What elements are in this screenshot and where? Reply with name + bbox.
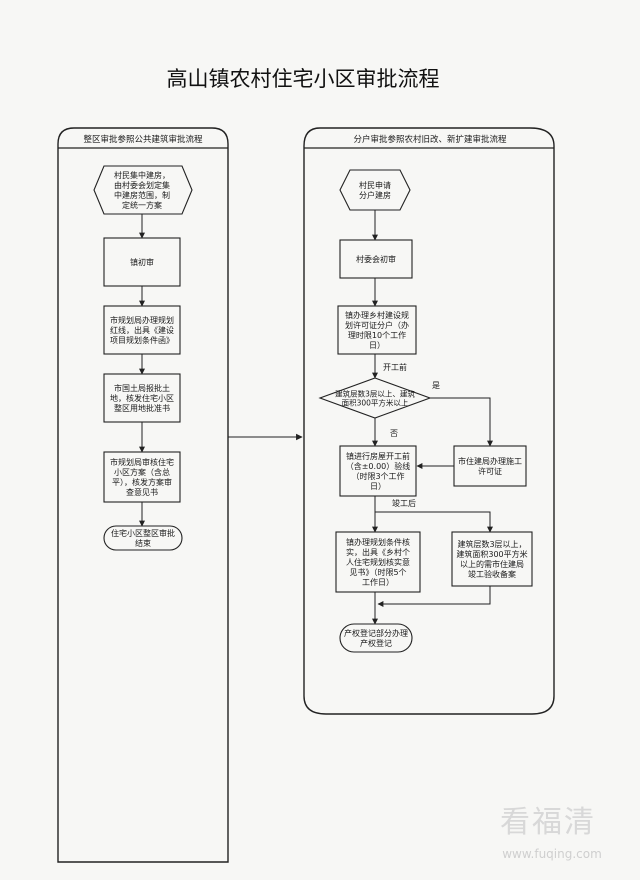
node-text-line: 面积300平方米以上	[342, 398, 409, 408]
node-text-line: 村民集中建房，	[114, 170, 170, 180]
node-text-line: 查意见书	[126, 487, 158, 497]
node-text-line: 市规划局办理规划	[110, 315, 174, 325]
node-text-line: （含±0.00）验线	[346, 461, 411, 471]
right-start-node	[339, 169, 411, 211]
right-permit-node	[337, 305, 417, 355]
watermark-logo-text: 看福清	[500, 805, 596, 840]
label-start-work: 开工前	[383, 362, 407, 372]
right-village-review-text: 村委会初审	[356, 254, 396, 264]
node-text-line: （时限3个工作	[351, 471, 404, 481]
node-text-line: 住宅小区整区审批	[111, 528, 175, 538]
node-text-line: 工作日）	[362, 577, 394, 587]
node-text-line: 结束	[135, 538, 151, 548]
node-text-line: 建筑面积300平方米	[456, 549, 527, 559]
node-text-line: 市规划局审核住宅	[110, 457, 174, 467]
node-text-line: 日）	[369, 341, 385, 350]
left-start-node	[93, 165, 193, 215]
node-text-line: 红线，出具《建设	[110, 325, 174, 335]
left-end-text: 住宅小区整区审批结束	[111, 528, 175, 548]
node-text-line: 竣工验收备案	[468, 569, 516, 579]
right-decision-text: 建筑层数3层以上、建筑面积300平方米以上	[335, 389, 415, 408]
node-text-line: 产权登记	[360, 638, 392, 648]
right-permit-text: 镇办理乡村建设规划许可证分户（办理时限10个工作日）	[345, 310, 409, 350]
right-panel-header: 分户审批参照农村旧改、新扩建审批流程	[353, 134, 507, 145]
right-end-node	[339, 623, 413, 653]
watermark-url: www.fuqing.com	[502, 847, 602, 861]
node-text-line: 由村委会划定集	[114, 180, 170, 190]
left-panel: 整区审批参照公共建筑审批流程 村民集中建房，由村委会划定集中建房范围，制定统一方…	[57, 127, 229, 863]
watermark: 看福清 www.fuqing.com	[500, 805, 602, 861]
node-text-line: 项目规划条件函》	[110, 335, 174, 345]
node-text-line: 产权登记部分办理	[344, 628, 408, 638]
left-start-text: 村民集中建房，由村委会划定集中建房范围，制定统一方案	[114, 170, 170, 210]
right-panel: 分户审批参照农村旧改、新扩建审批流程 村民申请分户建房 村委会初审 镇办理乡村建…	[303, 127, 555, 715]
left-land-approval-text: 市国土局报批土地，核发住宅小区整区用地批准书	[110, 383, 174, 413]
node-text-line: 实，出具《乡村个	[346, 547, 410, 557]
node-text-line: 镇初审	[130, 257, 154, 267]
left-panel-header: 整区审批参照公共建筑审批流程	[83, 134, 203, 145]
left-town-review-text: 镇初审	[130, 257, 154, 267]
label-completion: 竣工后	[392, 498, 416, 508]
node-text-line: 中建房范围，制	[114, 190, 170, 200]
node-text-line: 人住宅规划核实意	[346, 557, 410, 567]
node-text-line: 整区用地批准书	[114, 403, 170, 413]
right-construction-permit-node	[453, 445, 527, 487]
right-construction-permit-text: 市住建局办理施工许可证	[458, 456, 522, 476]
node-text-line: 划许可证分户（办	[345, 320, 409, 330]
page-title: 高山镇农村住宅小区审批流程	[167, 67, 440, 91]
node-text-line: 镇进行房屋开工前	[346, 451, 410, 461]
node-text-line: 见书》（时限5个	[349, 567, 406, 577]
node-text-line: 建筑层数3层以上，	[457, 539, 526, 549]
node-text-line: 理时限10个工作	[348, 330, 406, 340]
label-no: 否	[390, 429, 398, 438]
right-acceptance-node	[451, 531, 533, 587]
node-text-line: 市国土局报批土	[114, 383, 170, 393]
node-text-line: 以上的需市住建局	[460, 559, 524, 569]
node-text-line: 日）	[370, 482, 386, 491]
right-verification-node	[335, 531, 421, 593]
node-text-line: 地，核发住宅小区	[110, 393, 174, 403]
node-text-line: 村民申请	[359, 180, 391, 190]
node-text-line: 市住建局办理施工	[458, 456, 522, 466]
left-end-node	[103, 525, 183, 551]
right-layout-check-node	[339, 445, 417, 497]
right-layout-check-text: 镇进行房屋开工前（含±0.00）验线（时限3个工作日）	[346, 451, 411, 491]
node-text-line: 建筑层数3层以上、建筑	[335, 389, 415, 399]
node-text-line: 村委会初审	[356, 254, 396, 264]
right-village-review-node	[339, 239, 413, 279]
right-verification-text: 镇办理规划条件核实，出具《乡村个人住宅规划核实意见书》（时限5个工作日）	[346, 537, 410, 587]
label-yes: 是	[432, 381, 440, 390]
node-text-line: 镇办理乡村建设规	[345, 310, 409, 320]
node-text-line: 分户建房	[359, 190, 391, 200]
left-planning-redline-text: 市规划局办理规划红线，出具《建设项目规划条件函》	[110, 315, 174, 345]
node-text-line: 定统一方案	[122, 200, 162, 210]
node-text-line: 平），核发方案审	[112, 477, 172, 487]
left-scheme-review-text: 市规划局审核住宅小区方案（含总平），核发方案审查意见书	[110, 457, 174, 497]
node-text-line: 许可证	[478, 466, 502, 476]
right-end-text: 产权登记部分办理产权登记	[344, 628, 408, 648]
node-text-line: 镇办理规划条件核	[346, 537, 410, 547]
node-text-line: 小区方案（含总	[114, 467, 170, 477]
right-start-text: 村民申请分户建房	[359, 180, 391, 200]
right-acceptance-text: 建筑层数3层以上，建筑面积300平方米以上的需市住建局竣工验收备案	[456, 539, 527, 579]
